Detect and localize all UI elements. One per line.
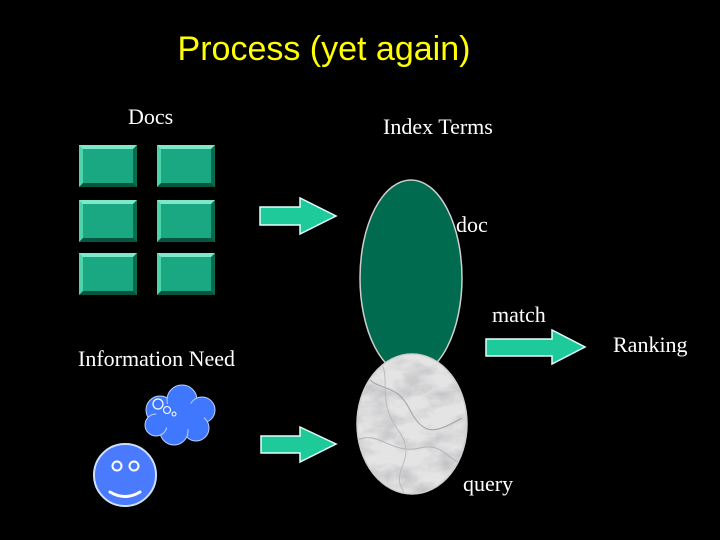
document-box-icon — [79, 253, 137, 295]
document-box-icon — [79, 145, 137, 187]
document-box-icon — [157, 200, 215, 242]
information-need-label: Information Need — [78, 346, 235, 371]
docs-label: Docs — [128, 104, 174, 129]
right-arrow-icon — [485, 328, 587, 366]
ranking-label: Ranking — [613, 332, 688, 357]
query-label: query — [463, 471, 514, 496]
document-box-icon — [157, 253, 215, 295]
slide-title: Process (yet again) — [177, 30, 471, 68]
document-box-icon — [157, 145, 215, 187]
right-arrow-icon — [260, 425, 338, 464]
index-terms-label: Index Terms — [383, 114, 493, 139]
thought-cloud-icon — [144, 384, 216, 446]
document-box-icon — [79, 200, 137, 242]
doc-label: doc — [456, 212, 488, 237]
query-oval — [356, 353, 468, 495]
right-arrow-icon — [259, 196, 338, 236]
doc-oval — [359, 179, 463, 377]
match-label: match — [492, 302, 546, 327]
smiley-face-icon — [93, 443, 157, 507]
